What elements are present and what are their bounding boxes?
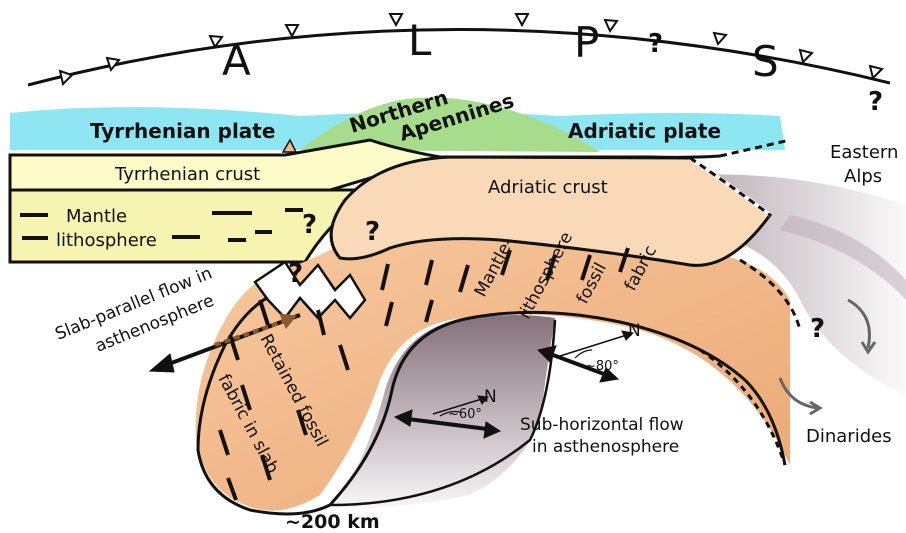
label-alps: Alps [844, 166, 882, 187]
label-dinarides: Dinarides [806, 426, 892, 447]
alps-letter-p: P [574, 18, 599, 67]
alps-letter-a: A [222, 36, 251, 85]
question-mark-east: ? [868, 87, 883, 117]
label-tyrrhenian-plate: Tyrrhenian plate [90, 119, 275, 143]
question-mark-crust: ? [365, 217, 380, 247]
label-eastern: Eastern [830, 142, 898, 163]
label-angle-80: ~80° [585, 359, 619, 374]
label-sub-horizontal-2: in asthenosphere [532, 437, 679, 457]
question-mark-tear: ? [288, 259, 303, 289]
label-sub-horizontal-1: Sub-horizontal flow [520, 415, 684, 435]
label-north-2: N [628, 321, 641, 341]
label-depth: ~200 km [285, 511, 380, 533]
question-mark-dinarides: ? [810, 314, 825, 344]
label-north-1: N [484, 387, 497, 407]
label-adriatic-crust: Adriatic crust [488, 177, 608, 198]
label-lithosphere: lithosphere [56, 230, 157, 251]
adriatic-plate-top [440, 156, 720, 157]
question-mark-alps: ? [648, 29, 663, 59]
label-mantle: Mantle [66, 206, 127, 227]
label-adriatic-plate: Adriatic plate [568, 119, 721, 143]
question-mark-mantle: ? [302, 210, 317, 240]
mantle-lithosphere-band [10, 190, 375, 262]
alps-letter-l: L [408, 16, 432, 65]
label-tyrrhenian-crust: Tyrrhenian crust [114, 164, 260, 185]
label-angle-60: ~60° [448, 407, 482, 422]
alps-letter-s: S [752, 37, 779, 86]
